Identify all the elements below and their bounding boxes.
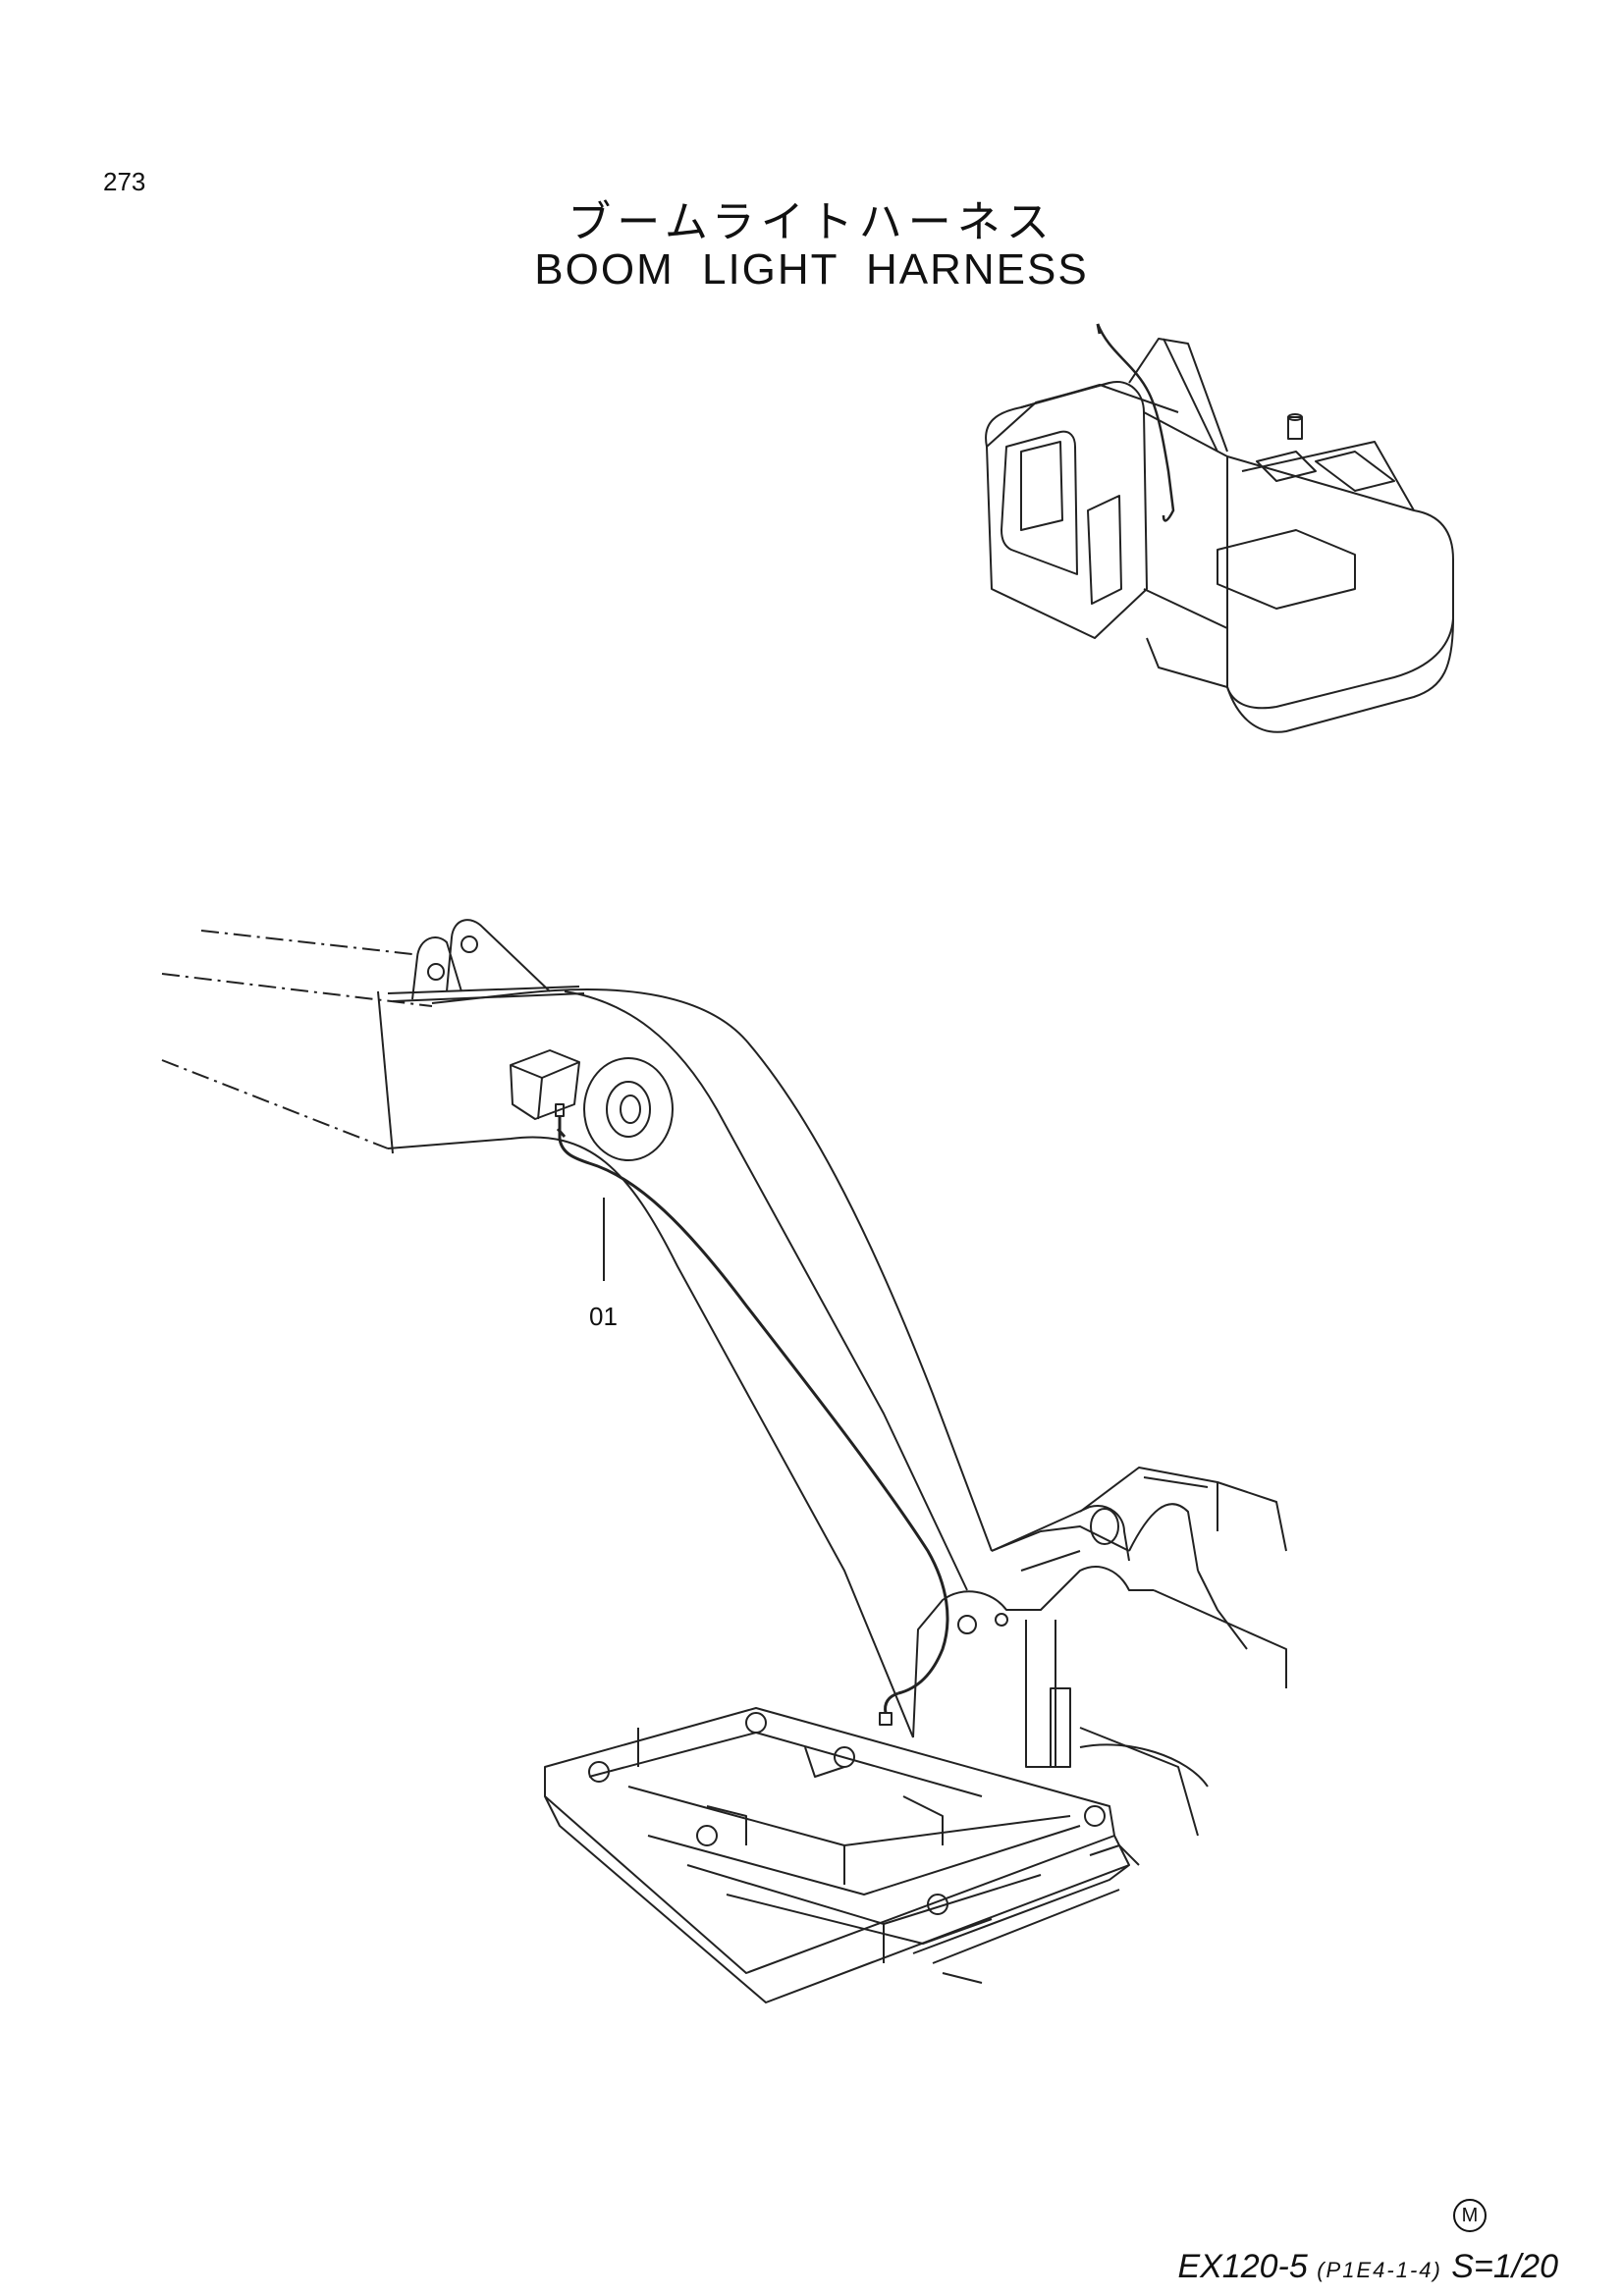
footer-scale: S=1/20 [1451,2248,1558,2285]
boom-light-harness [556,1116,949,1726]
swing-frame [544,1707,1140,2003]
title-japanese: ブームライトハーネス [568,197,1055,247]
footer-code: (P1E4-1-4) [1317,2258,1442,2282]
footer-reference: EX120-5 (P1E4-1-4) S=1/20 [1177,2248,1558,2286]
boom-assembly [161,919,1287,1837]
title-english: BOOM LIGHT HARNESS [534,245,1089,294]
footer-model: EX120-5 [1177,2248,1308,2285]
callout-01-label: 01 [589,1302,618,1331]
excavator-body-inset [985,323,1454,733]
m-mark: M [1453,2199,1487,2232]
page-number: 273 [103,167,146,196]
